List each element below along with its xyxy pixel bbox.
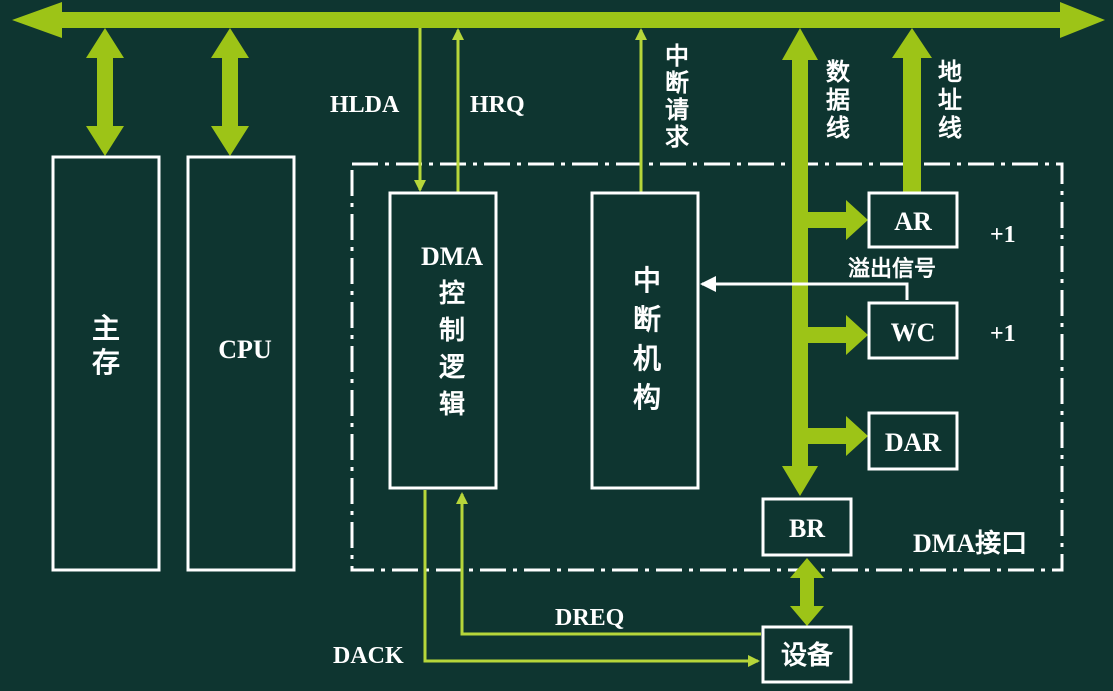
dar-register (867, 411, 959, 471)
cpu-bus-arrow (211, 28, 249, 156)
wc-register (867, 301, 959, 360)
dma-interface-label: DMA接口 (913, 529, 1027, 558)
wc-plus-one: +1 (990, 321, 1016, 347)
interrupt-label: 中断机构 (633, 265, 661, 414)
br-device-arrow (790, 558, 824, 626)
dma-interface-boundary (350, 162, 1064, 572)
int-request-label: 中断请求 (665, 43, 689, 151)
main-memory-label: 主存 (92, 313, 120, 379)
cpu-label: CPU (218, 335, 272, 364)
cpu-block (186, 155, 296, 572)
device-block (761, 625, 853, 684)
memory-bus-arrow (86, 28, 124, 156)
overflow-arrowhead (700, 276, 716, 292)
hlda-label: HLDA (330, 92, 400, 118)
ar-plus-one: +1 (990, 222, 1016, 248)
data-line-label: 数据线 (826, 59, 851, 142)
main-memory-block (51, 155, 161, 572)
dar-label: DAR (885, 428, 942, 457)
ar-register (867, 191, 959, 249)
interrupt-block (590, 191, 700, 490)
ar-label: AR (894, 207, 932, 236)
data-to-ar-arrow (808, 200, 868, 240)
data-line-arrow (782, 28, 818, 496)
br-register (761, 497, 853, 557)
dreq-label: DREQ (555, 605, 624, 631)
overflow-label: 溢出信号 (848, 256, 936, 281)
hrq-label: HRQ (470, 92, 525, 118)
system-bus (12, 2, 1105, 38)
dack-label: DACK (333, 643, 404, 669)
dma-control-block (388, 191, 498, 490)
dack-line (423, 490, 760, 667)
data-to-wc-arrow (808, 315, 868, 355)
br-label: BR (789, 514, 825, 543)
device-label: 设备 (781, 641, 834, 670)
address-line-label: 地址线 (938, 59, 962, 142)
wc-label: WC (891, 318, 936, 347)
overflow-line (702, 282, 909, 300)
data-to-dar-arrow (808, 416, 868, 456)
dreq-line (456, 492, 761, 636)
address-line-arrow (892, 28, 932, 192)
